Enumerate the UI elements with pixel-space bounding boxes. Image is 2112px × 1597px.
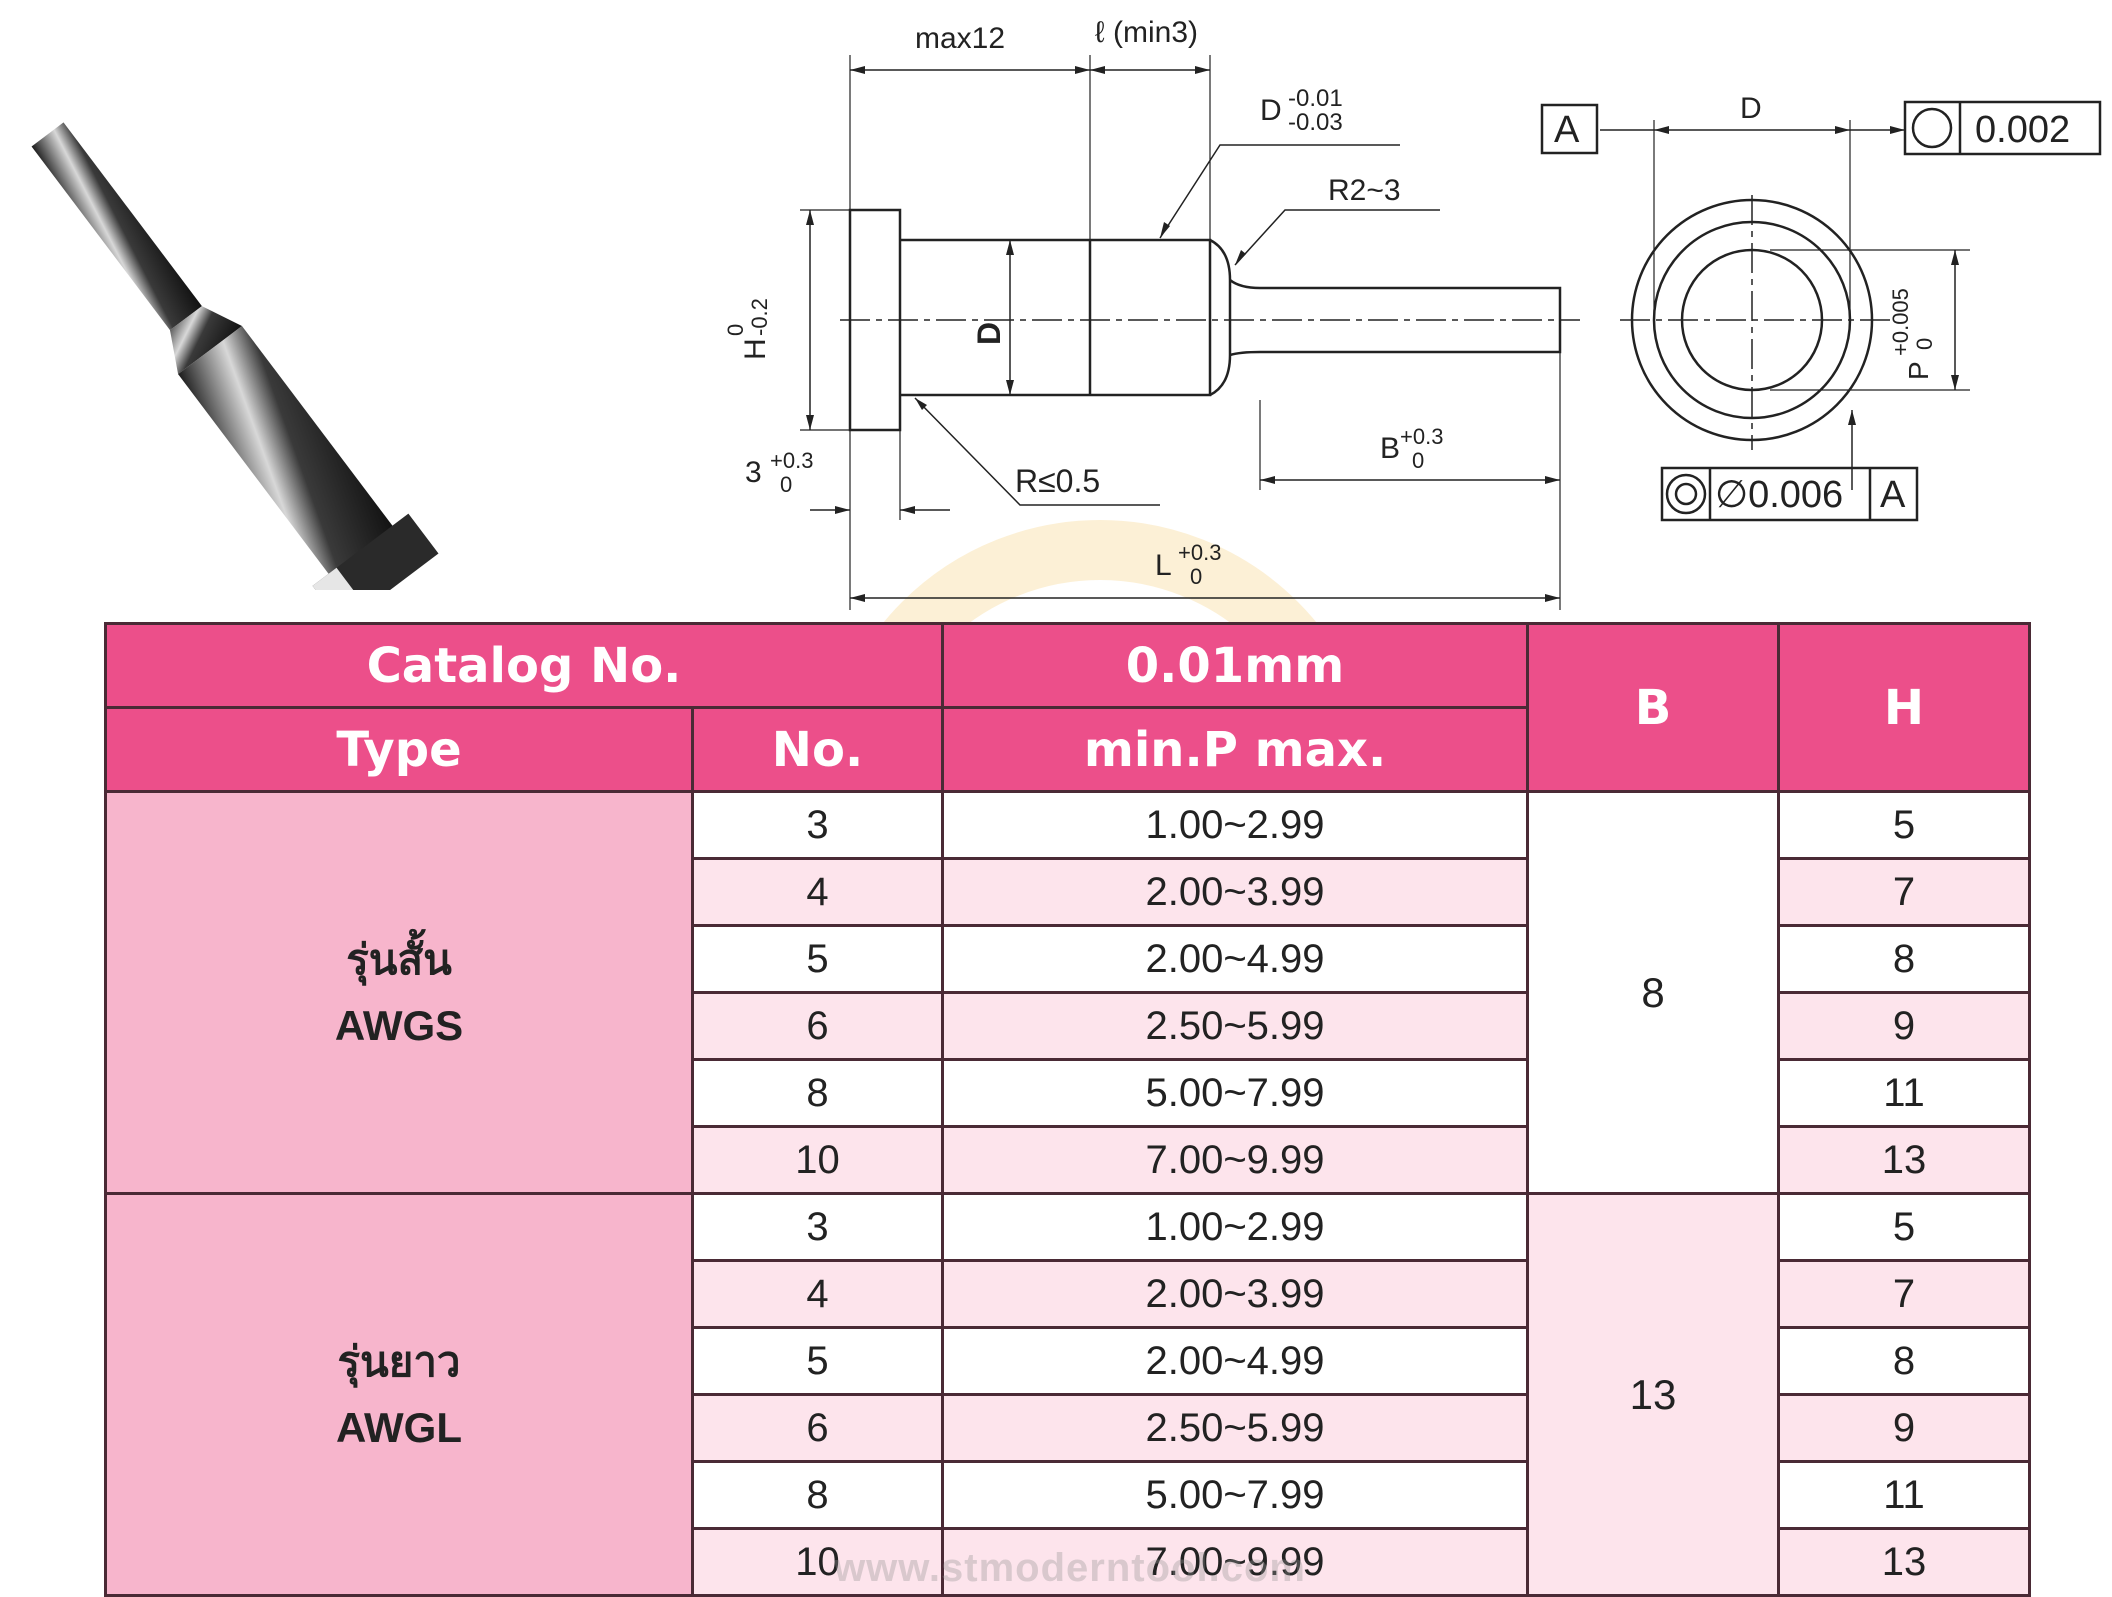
head-thickness-label: 3 [745, 456, 762, 489]
p-range-cell: 2.00~4.99 [941, 924, 1529, 994]
p-range-cell: 5.00~7.99 [941, 1460, 1529, 1530]
p-tolerance-lower: 0 [1912, 338, 1937, 350]
l-label: L [1155, 549, 1172, 582]
end-d-label: D [1740, 92, 1762, 125]
p-range-cell: 7.00~9.99 [941, 1125, 1529, 1195]
h-cell: 13 [1777, 1527, 2031, 1597]
type-thai-label: รุ่นสั้น [346, 935, 452, 983]
h-header: H [1777, 622, 2031, 793]
technical-drawing: max12 ℓ (min3) D -0.01 -0.03 R2~3 H 0 -0… [723, 16, 2102, 610]
table-row: 8 5.00~7.99 11 [106, 1460, 2031, 1530]
p-label: P [1903, 361, 1934, 380]
type-cell-short: รุ่นสั้น AWGS [104, 790, 694, 1195]
product-photo [31, 122, 439, 590]
b-tolerance-lower: 0 [1412, 448, 1424, 473]
no-cell: 8 [691, 1058, 944, 1128]
h-cell: 13 [1777, 1125, 2031, 1195]
type-cell-long: รุ่นยาว AWGL [104, 1192, 694, 1597]
h-cell: 9 [1777, 1393, 2031, 1463]
l-tolerance-upper: +0.3 [1178, 540, 1221, 565]
h-cell: 11 [1777, 1460, 2031, 1530]
b-cell-short: 8 [1526, 790, 1780, 1195]
no-cell: 3 [691, 1192, 944, 1262]
p-range-cell: 5.00~7.99 [941, 1058, 1529, 1128]
concentricity-datum: A [1880, 474, 1906, 516]
no-cell: 4 [691, 1259, 944, 1329]
p-range-cell: 7.00~9.99 [941, 1527, 1529, 1597]
catalog-no-header: Catalog No. [104, 622, 944, 709]
h-tolerance-lower: -0.2 [747, 298, 772, 336]
h-cell: 5 [1777, 790, 2031, 860]
table-row: 4 2.00~3.99 7 [106, 1259, 2031, 1329]
h-cell: 9 [1777, 991, 2031, 1061]
no-cell: 6 [691, 991, 944, 1061]
tolerance-header: 0.01mm [941, 622, 1529, 709]
no-cell: 5 [691, 1326, 944, 1396]
p-range-cell: 2.00~4.99 [941, 1326, 1529, 1396]
h-cell: 8 [1777, 924, 2031, 994]
b-header: B [1526, 622, 1780, 793]
roundness-value: 0.002 [1975, 109, 2070, 151]
h-cell: 7 [1777, 1259, 2031, 1329]
concentricity-value: ∅0.006 [1715, 474, 1843, 516]
b-tolerance-upper: +0.3 [1400, 424, 1443, 449]
p-range-header: min.P max. [941, 706, 1529, 793]
b-label: B [1380, 432, 1400, 465]
head-tolerance-upper: +0.3 [770, 448, 813, 473]
no-cell: 3 [691, 790, 944, 860]
h-cell: 7 [1777, 857, 2031, 927]
d-tolerance-label: D [1260, 94, 1282, 127]
table-row: 6 2.50~5.99 9 [106, 1393, 2031, 1463]
table-row: รุ่นยาว AWGL 3 1.00~2.99 13 5 [104, 1192, 2031, 1597]
table-row: รุ่นสั้น AWGS 3 1.00~2.99 8 5 [104, 790, 2031, 1195]
table-row: 5 2.00~4.99 8 [106, 1326, 2031, 1396]
h-cell: 8 [1777, 1326, 2031, 1396]
fillet-radius-label: R2~3 [1328, 174, 1401, 207]
max-length-label: max12 [915, 22, 1005, 55]
datum-a-label: A [1554, 109, 1580, 151]
p-range-cell: 2.00~3.99 [941, 1259, 1529, 1329]
no-cell: 4 [691, 857, 944, 927]
l-tolerance-lower: 0 [1190, 564, 1202, 589]
no-cell: 5 [691, 924, 944, 994]
side-view [800, 55, 1580, 610]
p-range-cell: 2.50~5.99 [941, 1393, 1529, 1463]
p-range-cell: 1.00~2.99 [941, 1192, 1529, 1262]
punch-head [848, 208, 902, 432]
p-tolerance-upper: +0.005 [1888, 288, 1913, 356]
table-row: 4 2.00~3.99 7 [106, 857, 2031, 927]
dimension-arrows [806, 66, 1560, 602]
table-row: 10 7.00~9.99 13 [106, 1527, 2031, 1597]
table-row: 6 2.50~5.99 9 [106, 991, 2031, 1061]
no-header: No. [691, 706, 944, 793]
b-cell-long: 13 [1526, 1192, 1780, 1597]
d-tolerance-upper: -0.01 [1288, 85, 1343, 112]
p-range-cell: 2.00~3.99 [941, 857, 1529, 927]
h-cell: 11 [1777, 1058, 2031, 1128]
end-view-arrows [1654, 126, 1959, 425]
type-header: Type [104, 706, 694, 793]
h-cell: 5 [1777, 1192, 2031, 1262]
type-code-label: AWGS [334, 1001, 464, 1049]
small-radius-label: R≤0.5 [1015, 463, 1100, 499]
no-cell: 10 [691, 1527, 944, 1597]
table-row: 10 7.00~9.99 13 [106, 1125, 2031, 1195]
h-tolerance-upper: 0 [723, 324, 748, 336]
table-row: 5 2.00~4.99 8 [106, 924, 2031, 994]
head-tolerance-lower: 0 [780, 472, 792, 497]
d-diameter-label: D [971, 322, 1007, 345]
type-thai-label: รุ่นยาว [337, 1337, 461, 1385]
h-label: H [739, 338, 772, 360]
type-code-label: AWGL [336, 1403, 462, 1451]
ell-label: ℓ (min3) [1095, 16, 1198, 49]
p-range-cell: 1.00~2.99 [941, 790, 1529, 860]
spec-table: Catalog No. 0.01mm B H Type No. min.P ma… [104, 622, 2031, 1597]
end-view [1540, 100, 2102, 522]
table-row: 8 5.00~7.99 11 [106, 1058, 2031, 1128]
no-cell: 10 [691, 1125, 944, 1195]
no-cell: 8 [691, 1460, 944, 1530]
no-cell: 6 [691, 1393, 944, 1463]
d-tolerance-lower: -0.03 [1288, 109, 1343, 136]
p-range-cell: 2.50~5.99 [941, 991, 1529, 1061]
